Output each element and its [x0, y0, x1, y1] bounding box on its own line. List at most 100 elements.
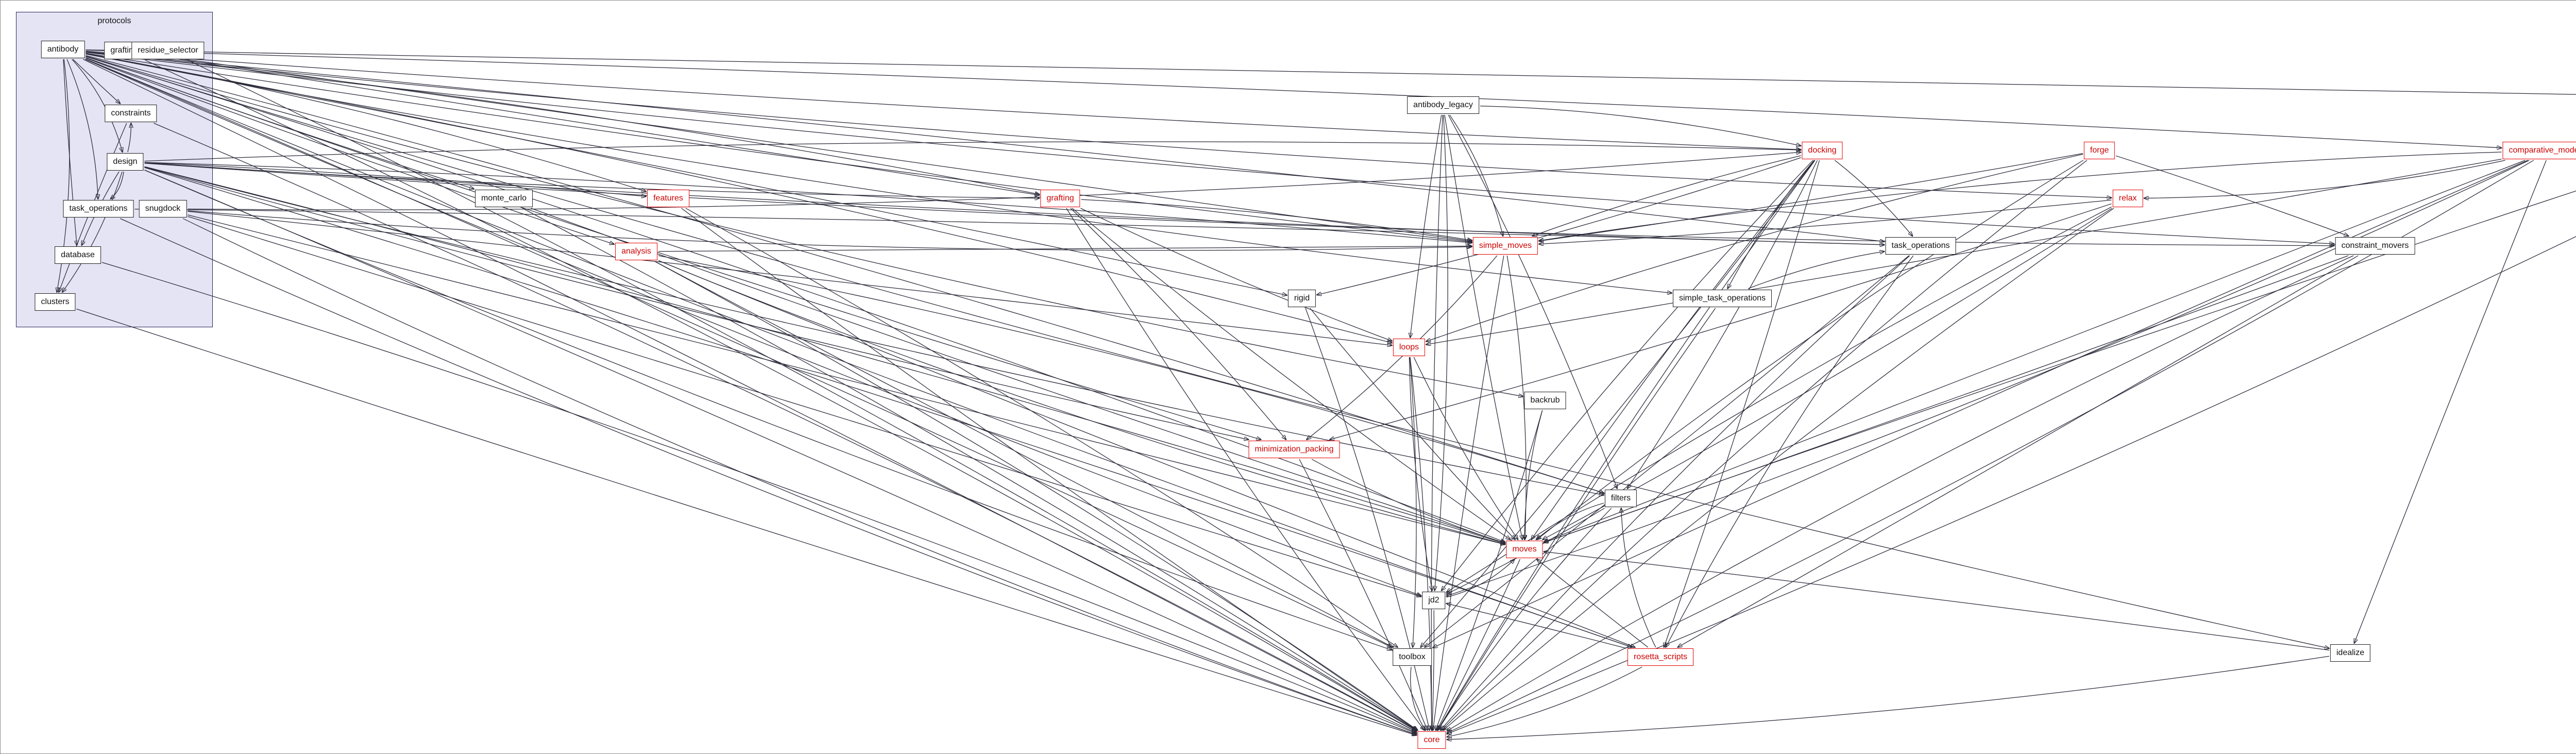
edge-antibody_legacy-to-docking	[1480, 106, 1801, 146]
node-backrub[interactable]: backrub	[1524, 392, 1566, 409]
edge-monte_carlo-to-moves	[531, 208, 1505, 543]
node-task_operations_ab[interactable]: task_operations	[63, 200, 134, 217]
edge-design-to-task_operations	[144, 162, 1885, 245]
node-grafting[interactable]: grafting	[1040, 190, 1080, 207]
node-features[interactable]: features	[647, 190, 689, 207]
node-core[interactable]: core	[1417, 731, 1446, 749]
edge-rigid-to-core	[1305, 308, 1430, 730]
edge-constraint_movers-to-core	[1447, 255, 2354, 731]
edge-docking-to-task_operations	[1835, 160, 1912, 236]
edge-moves-to-core	[1437, 559, 1520, 730]
edge-jd2-to-moves	[1446, 559, 1515, 598]
edge-monte_carlo-to-core	[522, 208, 1416, 730]
edge-design-to-grafting	[144, 162, 1040, 198]
edge-relax-to-core	[1443, 208, 2114, 730]
edge-antibody-to-comparative_modeling	[86, 49, 2502, 148]
edge-design-to-filters	[144, 166, 1604, 495]
edge-comparative_modeling-to-relax	[2144, 160, 2505, 198]
edge-antibody-to-relax	[86, 52, 2112, 198]
edge-docking-to-moves	[1531, 160, 1815, 540]
node-jd2[interactable]: jd2	[1422, 592, 1446, 609]
node-monte_carlo[interactable]: monte_carlo	[474, 190, 533, 207]
edge-forge-to-core	[1442, 160, 2088, 730]
node-antibody_legacy[interactable]: antibody_legacy	[1407, 96, 1479, 114]
edge-comparative_modeling-to-idealize	[2354, 160, 2547, 643]
cluster-label[interactable]: protocols	[97, 16, 131, 25]
edge-docking-to-rosetta_scripts	[1664, 160, 1820, 647]
node-constraint_movers[interactable]: constraint_movers	[2335, 237, 2415, 255]
edge-design-to-rosetta_scripts	[144, 167, 1633, 647]
edge-design-to-toolbox	[144, 170, 1392, 650]
edge-simple_moves-to-core	[1433, 255, 1504, 730]
edge-jd2-to-core	[1432, 610, 1434, 730]
node-task_operations[interactable]: task_operations	[1885, 237, 1956, 255]
edge-antibody-to-simple_task_operations	[86, 54, 1672, 293]
node-moves[interactable]: moves	[1506, 541, 1543, 558]
edge-comparative_modeling-to-simple_moves	[1539, 152, 2502, 241]
node-rosetta_scripts[interactable]: rosetta_scripts	[1627, 648, 1694, 666]
edge-analysis-to-simple_moves	[658, 246, 1472, 252]
edge-analysis-to-rosetta_scripts	[658, 260, 1635, 648]
edge-rosetta_scripts-to-jd2	[1447, 604, 1627, 649]
node-idealize[interactable]: idealize	[2330, 644, 2371, 662]
edge-design-to-simple_moves	[144, 162, 1472, 243]
edge-docking-to-filters	[1628, 160, 1818, 489]
edge-comparative_modeling-to-toolbox	[1433, 160, 2528, 648]
edge-antibody-to-backrub	[86, 56, 1523, 396]
edge-antibody-to-jd2	[85, 59, 1421, 596]
edge-antibody-to-constraint_movers	[86, 52, 2334, 244]
node-snugdock[interactable]: snugdock	[139, 200, 187, 217]
edge-grafting-to-simple_moves	[1081, 199, 1472, 240]
edge-minimization_packing-to-moves	[1311, 459, 1505, 543]
edge-rosetta_scripts-to-core	[1447, 666, 1642, 737]
edge-snugdock-to-loops	[188, 211, 1393, 345]
edge-constraint_movers-to-moves	[1544, 255, 2349, 543]
edge-antibody-to-filters	[86, 55, 1604, 493]
edge-interface-to-core	[1447, 236, 2576, 734]
node-comparative_modeling[interactable]: comparative_modeling	[2502, 142, 2576, 159]
node-simple_moves[interactable]: simple_moves	[1472, 237, 1538, 255]
node-forge[interactable]: forge	[2083, 142, 2115, 159]
node-minimization_packing[interactable]: minimization_packing	[1248, 441, 1340, 458]
node-rigid[interactable]: rigid	[1287, 290, 1316, 307]
edge-relax-to-simple_moves	[1539, 199, 2112, 244]
node-toolbox[interactable]: toolbox	[1393, 648, 1432, 666]
node-database[interactable]: database	[55, 246, 101, 264]
edge-antibody_legacy-to-moves	[1444, 114, 1522, 540]
edge-analysis-to-core	[654, 261, 1417, 730]
edge-docking-to-simple_task_operations	[1727, 160, 1815, 289]
edge-antibody-to-loops	[86, 53, 1393, 343]
edge-antibody-to-rigid	[86, 53, 1287, 295]
node-filters[interactable]: filters	[1604, 490, 1637, 507]
edge-docking-to-simple_moves	[1532, 155, 1801, 236]
node-docking[interactable]: docking	[1802, 142, 1843, 159]
node-simple_task_operations[interactable]: simple_task_operations	[1672, 290, 1772, 307]
node-design[interactable]: design	[107, 153, 144, 171]
edge-idealize-to-moves	[1544, 551, 2330, 651]
edge-snugdock-to-core	[182, 218, 1416, 735]
node-clusters[interactable]: clusters	[35, 293, 76, 311]
node-antibody: antibody	[41, 41, 85, 58]
node-constraints[interactable]: constraints	[105, 105, 157, 122]
node-relax[interactable]: relax	[2112, 190, 2143, 207]
edge-snugdock-to-moves	[188, 214, 1505, 545]
edge-grafting_ab-to-core	[145, 60, 1417, 731]
edge-antibody-to-idealize	[86, 56, 2330, 648]
edge-backrub-to-moves	[1524, 410, 1543, 540]
edge-grafting_ab-to-simple_moves	[145, 53, 1472, 241]
edge-docking-to-jd2	[1442, 160, 1814, 591]
edge-comparative_modeling-to-moves	[1544, 160, 2526, 542]
edge-grafting_ab-to-grafting	[145, 53, 1040, 195]
edge-task_operations-to-rosetta_scripts	[1666, 255, 1914, 647]
edge-antibody-to-simple_moves	[86, 53, 1472, 242]
edge-interface-to-moves	[1544, 190, 2576, 543]
edge-task_operations_ab-to-task_operations	[134, 209, 1885, 245]
edge-task_operations_ab-to-core	[120, 218, 1416, 735]
edge-grafting-to-moves	[1072, 208, 1511, 540]
node-loops[interactable]: loops	[1393, 339, 1426, 356]
node-analysis[interactable]: analysis	[615, 243, 657, 260]
edge-antibody-to-interface	[86, 49, 2576, 94]
edge-forge-to-constraint_movers	[2115, 155, 2349, 236]
node-residue_selector[interactable]: residue_selector	[131, 42, 205, 59]
